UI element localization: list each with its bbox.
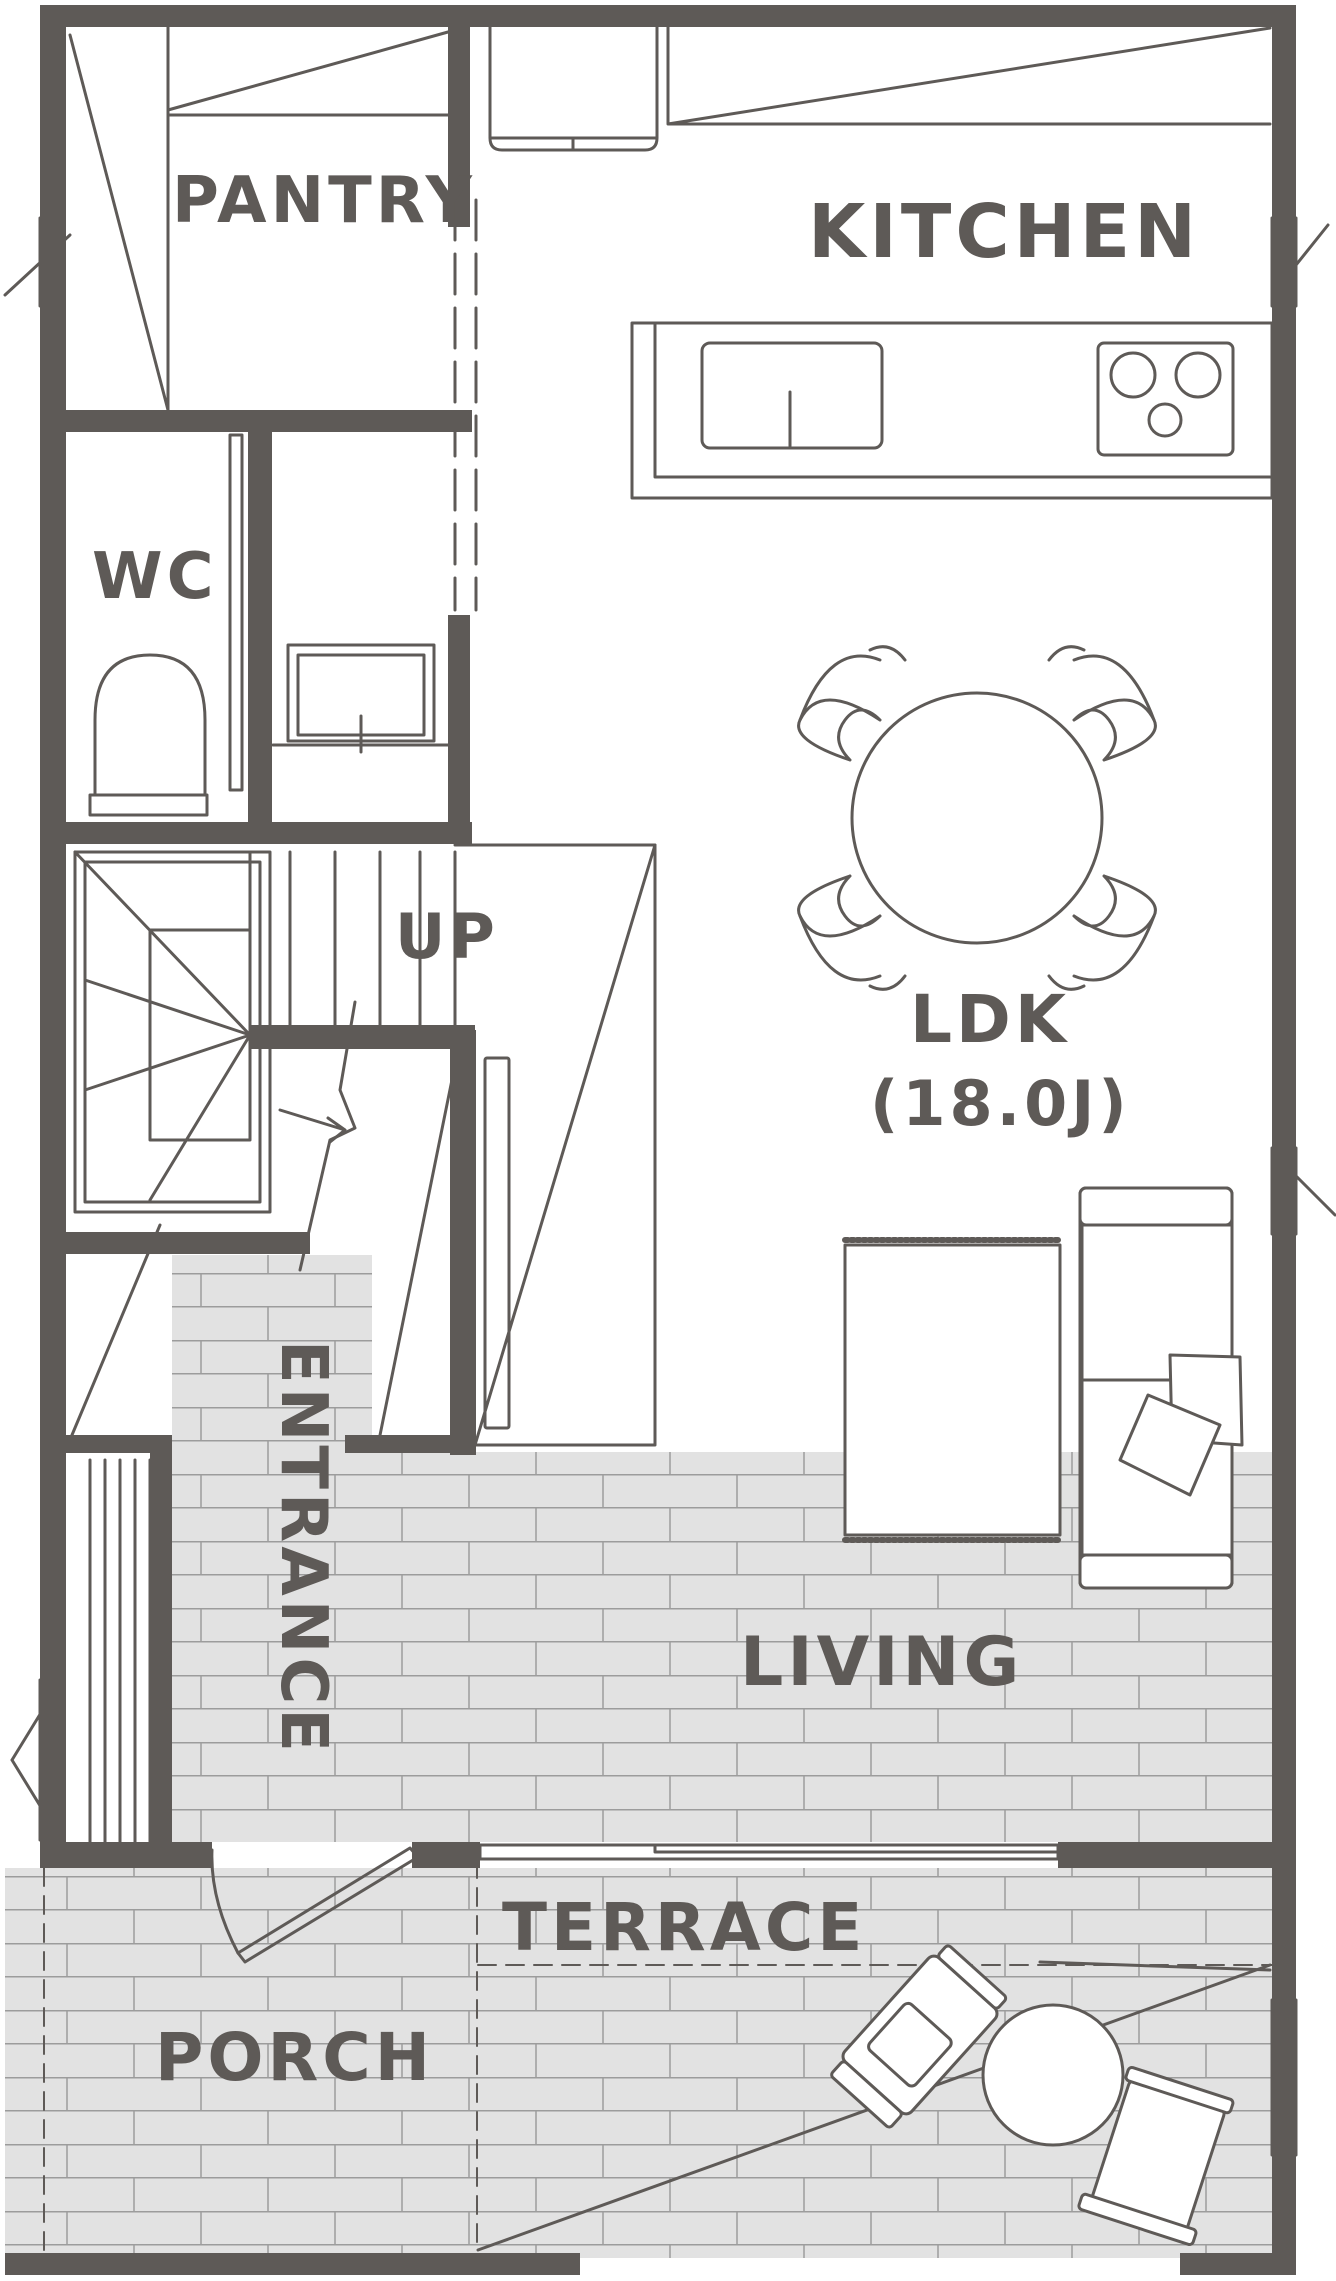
stair-well xyxy=(148,928,252,1142)
washbasin-counter xyxy=(271,714,455,754)
shoe-cabinet-swing xyxy=(70,1223,162,1437)
pantry-label: PANTRY xyxy=(172,164,476,238)
stair-treads xyxy=(248,850,457,1037)
stove-icon xyxy=(1096,341,1235,457)
closet-box xyxy=(453,843,657,1447)
chair-br xyxy=(1047,874,1157,991)
ldk-label: LDK xyxy=(910,981,1070,1058)
sink-icon xyxy=(700,341,884,450)
wall-bottom-right xyxy=(1180,2253,1296,2275)
wall-right xyxy=(1272,5,1296,2275)
chair-tl xyxy=(797,645,907,762)
wall-stair-mid xyxy=(250,1025,475,1049)
closet-panel xyxy=(483,1056,511,1430)
wall-living-bottom xyxy=(40,1842,212,1868)
kitchen-back-counter xyxy=(666,23,1272,126)
pantry-door-swing xyxy=(68,30,450,412)
rug-icon xyxy=(843,1243,1062,1537)
cushion-icon xyxy=(867,2001,953,2088)
lounge-chair-2-icon xyxy=(1077,2065,1235,2247)
wc-label: WC xyxy=(92,540,218,614)
pantry-closet-box xyxy=(166,23,450,412)
room-labels: PANTRY KITCHEN WC UP LDK (18.0J) ENTRANC… xyxy=(92,164,1200,2096)
wc-shelf xyxy=(228,433,244,792)
shoe-cabinet-slats xyxy=(88,1458,167,1852)
closet-door-swing xyxy=(376,843,657,1447)
kitchen-label: KITCHEN xyxy=(808,189,1200,275)
wall-wc-divider xyxy=(248,432,272,822)
stair-break-line xyxy=(298,1000,357,1272)
wall-closet-left xyxy=(450,1030,476,1455)
wall-top xyxy=(40,5,1296,27)
cushion-2 xyxy=(1118,1393,1222,1497)
chair-arcs xyxy=(798,654,1156,982)
wall-wash-right xyxy=(448,615,470,837)
dining-table-icon xyxy=(850,691,1104,945)
wall-entrance-bottom-right xyxy=(345,1435,475,1453)
sofa-arm-top xyxy=(1078,1186,1234,1227)
walls xyxy=(5,5,1296,2275)
wall-living-bottom-mid xyxy=(412,1842,480,1868)
terrace-label: TERRACE xyxy=(502,1889,866,1966)
burner-2 xyxy=(1174,351,1222,399)
stair-inner xyxy=(83,860,262,1204)
lounge-chair-icon xyxy=(830,1944,1008,2129)
kitchen-upper-box xyxy=(488,23,659,152)
stair-winders xyxy=(73,850,252,1202)
wall-pantry-divider-top xyxy=(448,5,470,227)
toilet-icon xyxy=(88,653,209,817)
thin-lines xyxy=(3,23,1336,2259)
wall-entrance-bottom-left xyxy=(40,1435,172,1453)
side-table-icon xyxy=(981,2003,1125,2147)
wall-pantry-bottom xyxy=(40,410,472,432)
chair-bl xyxy=(797,874,907,991)
chair-tr xyxy=(1047,645,1157,762)
sofa-arm-bottom xyxy=(1078,1553,1234,1590)
wall-left xyxy=(40,5,66,1860)
up-label: UP xyxy=(395,900,499,973)
sliding-door-panel xyxy=(653,1843,1060,1854)
porch-label: PORCH xyxy=(155,2019,434,2096)
kitchen-partition-dash xyxy=(453,198,478,612)
wall-wc-bottom xyxy=(40,822,472,844)
wall-living-bottom-right xyxy=(1058,1842,1296,1868)
entrance-label: ENTRANCE xyxy=(266,1340,340,1756)
burner-1 xyxy=(1109,351,1157,399)
living-label: LIVING xyxy=(740,1623,1023,1702)
burner-3 xyxy=(1147,402,1183,438)
ldk-area-label: (18.0J) xyxy=(870,1067,1131,1140)
wall-bottom xyxy=(5,2253,580,2275)
kitchen-island-front xyxy=(653,321,1272,479)
wall-stair-bottom xyxy=(40,1232,310,1254)
wall-entrance-left xyxy=(150,1452,172,1862)
